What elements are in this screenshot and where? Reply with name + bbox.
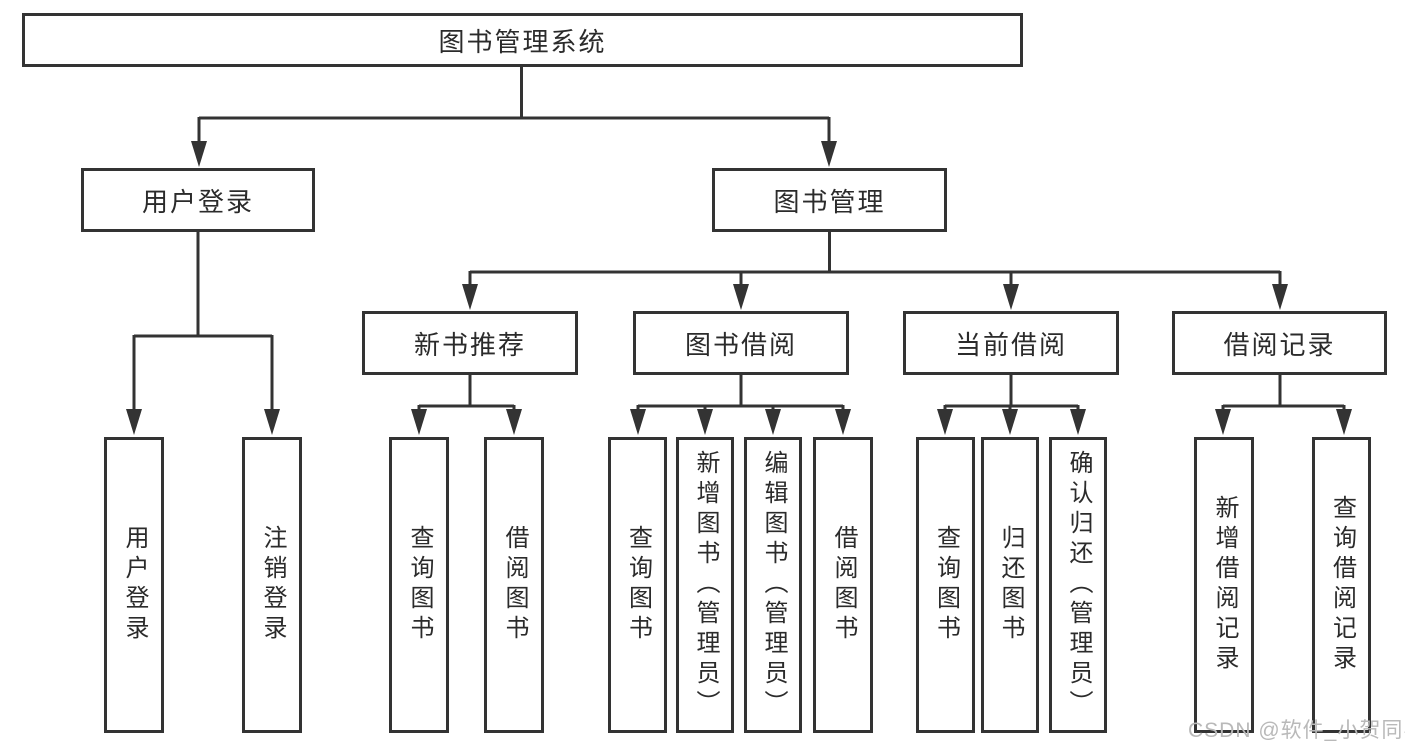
leaf-add-books-admin: 新增图书（管理员） — [676, 437, 734, 733]
node-user-login: 用户登录 — [81, 168, 315, 232]
leaf-logout: 注销登录 — [242, 437, 302, 733]
leaf-borrow-books-recommend: 借阅图书 — [484, 437, 544, 733]
leaf-query-books-recommend: 查询图书 — [389, 437, 449, 733]
node-new-book-recommend: 新书推荐 — [362, 311, 578, 375]
node-book-borrow: 图书借阅 — [633, 311, 849, 375]
node-borrow-records: 借阅记录 — [1172, 311, 1387, 375]
leaf-return-books: 归还图书 — [981, 437, 1039, 733]
leaf-add-borrow-record: 新增借阅记录 — [1194, 437, 1254, 733]
arrowhead-group — [126, 141, 1352, 435]
leaf-query-books-borrow: 查询图书 — [608, 437, 667, 733]
watermark: CSDN @软件_小贺同学 — [1188, 719, 1405, 742]
node-book-management: 图书管理 — [712, 168, 947, 232]
leaf-borrow-books: 借阅图书 — [813, 437, 873, 733]
leaf-confirm-return-admin: 确认归还（管理员） — [1049, 437, 1107, 733]
leaf-user-login: 用户登录 — [104, 437, 164, 733]
leaf-query-borrow-record: 查询借阅记录 — [1312, 437, 1371, 733]
leaf-edit-books-admin: 编辑图书（管理员） — [744, 437, 802, 733]
leaf-query-books-current: 查询图书 — [916, 437, 975, 733]
node-current-borrow: 当前借阅 — [903, 311, 1119, 375]
node-library-system-root: 图书管理系统 — [22, 13, 1023, 67]
